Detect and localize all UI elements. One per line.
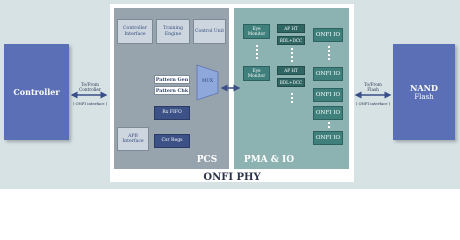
training-engine-box: Training Engine	[156, 19, 190, 44]
nand-label-line1: NAND	[410, 83, 438, 93]
bdl-dcc-1-box: BDL+DCC	[277, 36, 305, 45]
onfi-io-box-2: ONFI IO	[313, 67, 343, 81]
apht-column-dots	[290, 48, 293, 64]
onfi-io-box-1: ONFI IO	[313, 28, 343, 42]
left-link-line2: Controller	[79, 87, 101, 93]
eye-monitor-1-box: Eye Monitor	[243, 24, 270, 39]
onfi-io-box-4: ONFI IO	[313, 106, 343, 120]
ap-ht-2-box: AP HT	[277, 66, 305, 75]
eye-monitor-2-box: Eye Monitor	[243, 66, 270, 81]
io-column-dots-lower	[327, 122, 330, 130]
mux-label: MUX	[201, 79, 214, 84]
controller-block: Controller	[4, 44, 69, 140]
ap-ht-1-box: AP HT	[277, 24, 305, 33]
left-link-label: To/From Controller	[70, 82, 110, 92]
left-link-line1: To/From	[81, 82, 99, 87]
mux-shape	[196, 64, 219, 101]
right-link-line2: Flash	[367, 87, 379, 93]
rx-fifo-box: Rx FIFO	[154, 106, 190, 120]
csr-regs-box: Csr Regs	[154, 134, 190, 148]
onfi-phy-title: ONFI PHY	[203, 172, 261, 183]
onfi-io-box-3: ONFI IO	[313, 88, 343, 102]
apht-column-dots-lower	[290, 93, 293, 105]
nand-flash-block: NAND Flash	[393, 44, 455, 140]
controller-label: Controller	[13, 87, 60, 97]
nand-label-line2: Flash	[414, 93, 434, 101]
connection-arrows	[70, 84, 392, 99]
eye-column-dots	[255, 45, 258, 61]
apb-interface-box: APB Interface	[117, 127, 149, 151]
onfi-io-box-5: ONFI IO	[313, 131, 343, 145]
right-link-interface: ( ONFI interface )	[355, 101, 391, 106]
bdl-dcc-2-box: BDL+DCC	[277, 78, 305, 87]
pcs-label: PCS	[196, 155, 218, 165]
right-link-label: To/From Flash	[356, 82, 390, 92]
right-link-line1: To/From	[364, 82, 382, 87]
controller-interface-box: Controller Interface	[117, 19, 153, 44]
control-unit-box: Control Unit	[193, 19, 226, 44]
pma-io-label: PMA & IO	[243, 155, 295, 165]
pattern-gen-box: Pattern Gen	[154, 75, 190, 84]
pattern-chk-box: Pattern Chk	[154, 86, 190, 95]
left-link-interface: ( ONFI interface )	[72, 101, 108, 106]
io-column-dots-upper	[327, 46, 330, 62]
